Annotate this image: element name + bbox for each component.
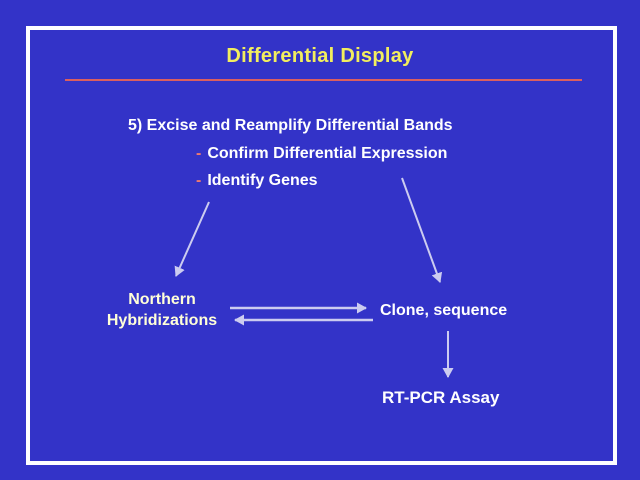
node-rtpcr-assay: RT-PCR Assay xyxy=(382,388,500,407)
node-line: Northern xyxy=(128,291,196,308)
bullet-dash: - xyxy=(196,145,202,162)
slide-title: Differential Display xyxy=(226,45,414,67)
bullet-dash: - xyxy=(196,172,202,189)
slide-border xyxy=(26,26,617,465)
node-line: Hybridizations xyxy=(106,312,218,329)
sub-bullet-identify: -Identify Genes xyxy=(196,172,318,190)
node-clone-sequence: Clone, sequence xyxy=(380,302,508,319)
sub-bullet-confirm: -Confirm Differential Expression xyxy=(196,145,447,163)
sub-bullet-text: Confirm Differential Expression xyxy=(207,145,448,162)
node-northern-hybridizations: Northern Hybridizations xyxy=(96,289,228,331)
title-underline xyxy=(65,79,582,81)
step-heading: 5) Excise and Reamplify Differential Ban… xyxy=(128,117,453,134)
sub-bullet-text: Identify Genes xyxy=(207,172,318,189)
